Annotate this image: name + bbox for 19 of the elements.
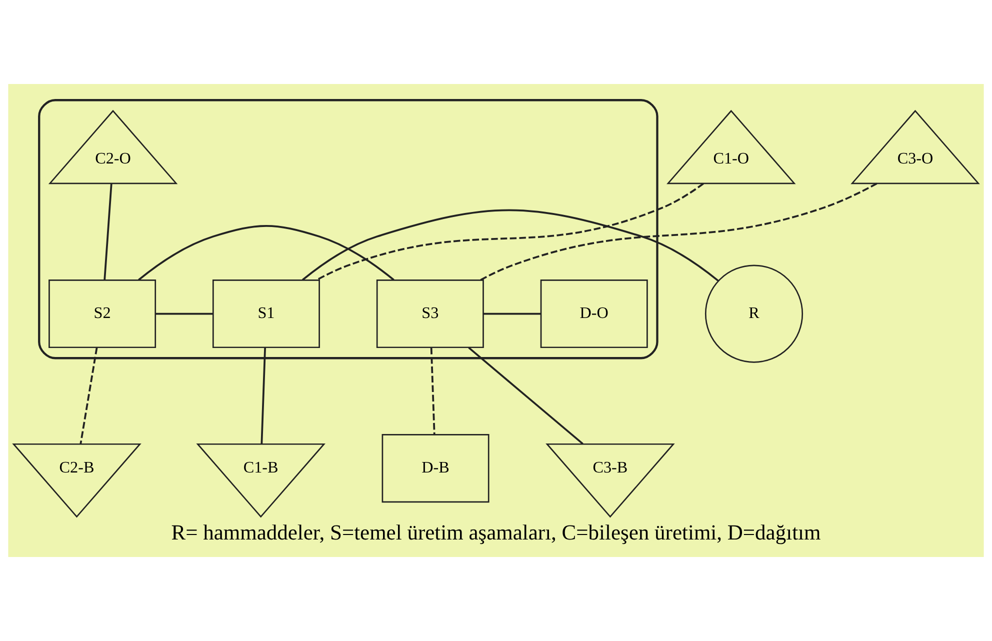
node-box: S3 (376, 280, 484, 348)
connector (138, 225, 394, 281)
connector (260, 348, 266, 444)
node-circle: R (704, 264, 804, 363)
cluster (38, 99, 658, 360)
caption: R= hammaddeler, S=temel üretim aşamaları, C=bileşen üretimi, D=dağıtım (171, 520, 821, 544)
connector (483, 312, 541, 315)
connector (430, 348, 436, 434)
connector (104, 184, 112, 280)
connector (316, 182, 704, 281)
node-box: D-B (382, 434, 490, 503)
connector (480, 182, 878, 281)
connector (468, 346, 584, 445)
connector (302, 209, 719, 282)
node-box: S2 (48, 280, 156, 348)
node-box: D-O (540, 280, 648, 348)
node-box: S1 (212, 280, 320, 348)
connector (80, 348, 98, 444)
connector (155, 312, 213, 315)
